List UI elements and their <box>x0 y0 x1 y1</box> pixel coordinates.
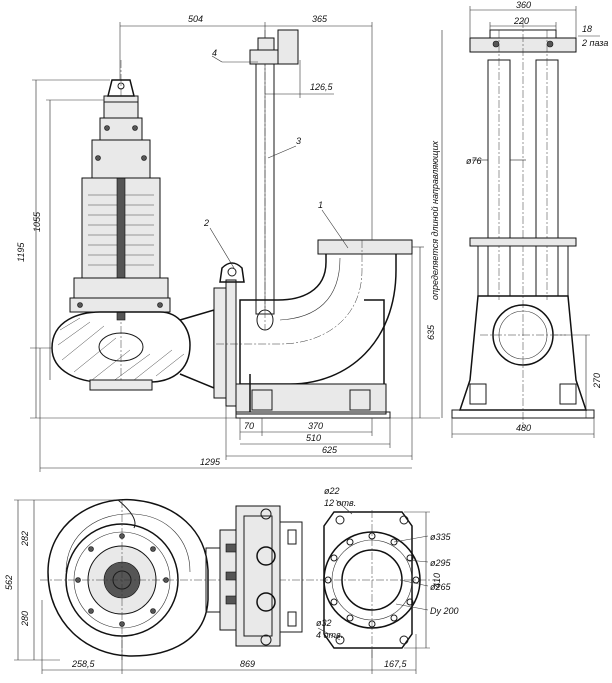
dim-126-5: 126,5 <box>310 82 334 92</box>
dim-295: ø295 <box>430 558 452 568</box>
callout-1: 1 <box>318 200 323 210</box>
dim-258-5: 258,5 <box>71 659 96 669</box>
dim-dn200: Dу 200 <box>430 606 459 616</box>
front-dimensions: 504 365 126,5 1195 1055 635 определяе <box>16 14 443 472</box>
dim-167-5: 167,5 <box>384 659 408 669</box>
plan-view: ø22 12 отв. ø335 ø295 ø265 Dу 200 ø32 4 … <box>4 486 459 674</box>
discharge-pipe <box>179 262 245 407</box>
callout-2: 2 <box>203 218 209 228</box>
dim-18: 18 <box>582 24 592 34</box>
flange-bolt-holes <box>324 532 420 628</box>
dim-410: 410 <box>432 573 442 588</box>
guide-length-note: определяется длиной направляющих <box>430 140 440 300</box>
base-stand <box>235 299 391 419</box>
pump-volute <box>30 311 191 391</box>
dim-1195: 1195 <box>16 242 26 262</box>
dim-562: 562 <box>4 575 14 590</box>
dim-280: 280 <box>20 611 30 627</box>
dim-635: 635 <box>426 324 436 340</box>
dim-76: ø76 <box>466 156 482 166</box>
dim-2-grooves: 2 паза <box>581 38 608 48</box>
elbow-bend <box>214 239 413 385</box>
dim-270: 270 <box>592 373 602 389</box>
dim-625: 625 <box>322 445 338 455</box>
callout-3: 3 <box>296 136 301 146</box>
dim-365: 365 <box>312 14 328 24</box>
dim-265: ø265 <box>430 582 452 592</box>
front-callouts: 4 3 2 1 <box>203 48 349 269</box>
dim-510: 510 <box>306 433 321 443</box>
dim-4-holes: 4 отв. <box>316 630 343 640</box>
dim-335: ø335 <box>430 532 452 542</box>
dim-360: 360 <box>516 0 531 10</box>
dim-1055: 1055 <box>32 211 42 232</box>
dim-370: 370 <box>308 421 323 431</box>
callout-4: 4 <box>212 48 217 58</box>
side-view: 360 220 18 2 паза ø76 270 480 <box>451 0 608 438</box>
dim-282: 282 <box>20 531 30 547</box>
dim-70: 70 <box>244 421 254 431</box>
dim-12-holes: 12 отв. <box>324 498 356 508</box>
motor-bolt-circle <box>75 533 169 627</box>
motor-unit <box>69 60 171 390</box>
dim-22: ø22 <box>324 486 340 496</box>
dim-1295: 1295 <box>200 457 221 467</box>
guide-rail <box>249 29 299 331</box>
dim-480: 480 <box>516 423 531 433</box>
front-view: 504 365 126,5 1195 1055 635 определяе <box>16 14 443 472</box>
dim-504: 504 <box>188 14 203 24</box>
dim-32: ø32 <box>316 618 332 628</box>
dim-220: 220 <box>513 16 529 26</box>
dim-869: 869 <box>240 659 255 669</box>
